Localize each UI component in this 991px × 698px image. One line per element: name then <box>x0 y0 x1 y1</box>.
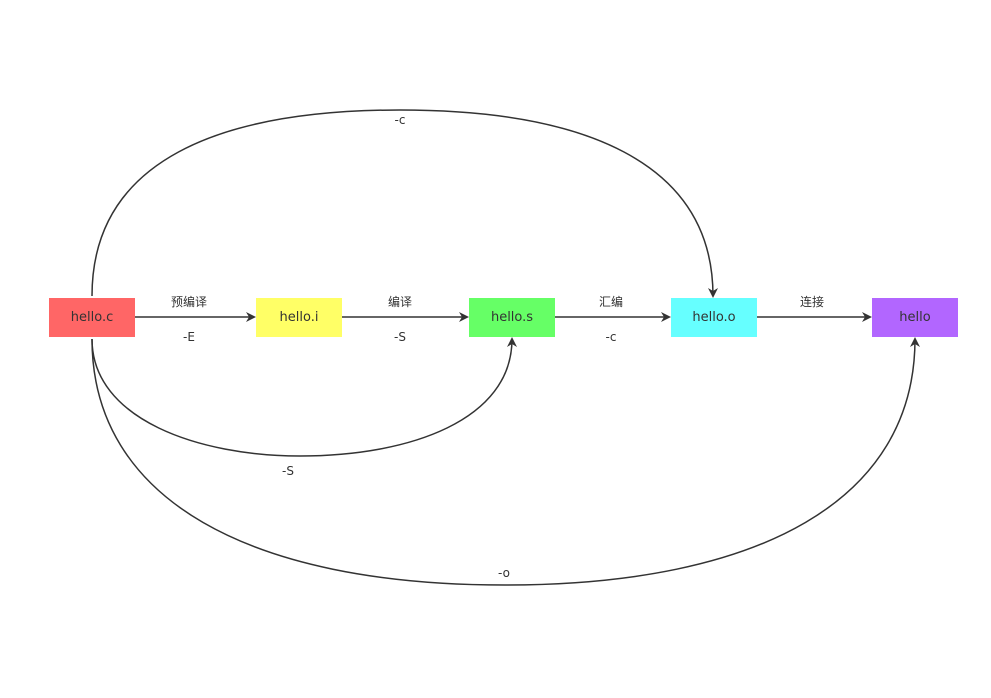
label-preprocess-stage: 预编译 <box>170 295 208 309</box>
label-compile-flag: -S <box>394 330 406 344</box>
node-hello-o[interactable]: hello.o <box>671 298 757 337</box>
label-c-to-o-flag: -c <box>394 113 406 127</box>
label-c-to-exe-flag: -o <box>498 566 510 580</box>
label-c-to-s-flag: -S <box>282 464 294 478</box>
label-assemble-flag: -c <box>605 330 617 344</box>
label-link-stage: 连接 <box>799 295 825 309</box>
edge-hello-c-to-hello-o-curve <box>91 109 718 298</box>
node-hello-c[interactable]: hello.c <box>49 298 135 337</box>
node-hello[interactable]: hello <box>872 298 958 337</box>
edge-hello-c-to-hello-curve <box>91 337 920 586</box>
node-hello-s[interactable]: hello.s <box>469 298 555 337</box>
label-compile-stage: 编译 <box>387 295 413 309</box>
edge-hello-c-to-hello-s-curve <box>91 337 517 457</box>
node-hello-i[interactable]: hello.i <box>256 298 342 337</box>
label-preprocess-flag: -E <box>183 330 195 344</box>
label-assemble-stage: 汇编 <box>598 295 624 309</box>
